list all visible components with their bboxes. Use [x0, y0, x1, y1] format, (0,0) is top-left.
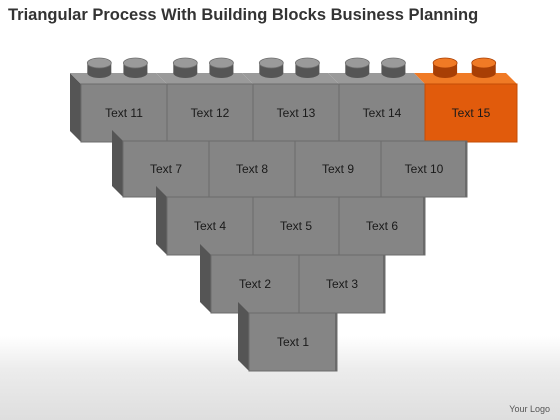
block-label: Text 13 [277, 106, 316, 120]
block-edge [335, 313, 337, 371]
block-face [252, 83, 340, 143]
block-row-side [70, 73, 81, 142]
building-block: Text 11 [80, 83, 168, 143]
block-top-surface [414, 73, 517, 84]
building-block: Text 14 [338, 83, 426, 143]
block-face [122, 140, 210, 198]
block-face-highlight [424, 83, 518, 143]
block-label: Text 7 [150, 162, 182, 176]
building-block: Text 6 [338, 196, 426, 256]
block-label: Text 1 [277, 335, 309, 349]
block-top-surface [328, 73, 425, 84]
block-row-side [238, 302, 249, 371]
block-row-side [156, 186, 167, 255]
building-block: Text 1 [248, 312, 338, 372]
building-block: Text 12 [166, 83, 254, 143]
block-stud-top [209, 57, 234, 69]
block-face [252, 196, 340, 256]
block-label: Text 9 [322, 162, 354, 176]
block-label: Text 14 [363, 106, 402, 120]
building-block: Text 8 [208, 140, 296, 198]
block-stud-top [123, 57, 148, 69]
block-face [294, 140, 382, 198]
block-label: Text 11 [105, 106, 143, 120]
block-top-surface [156, 73, 253, 84]
block-edge [465, 141, 467, 197]
block-face [338, 196, 426, 256]
block-label: Text 8 [236, 162, 268, 176]
block-face [80, 83, 168, 143]
block-row-top: Text 11 Text 12 Text 13 Text 14 Text 15 [70, 57, 518, 143]
block-face [248, 312, 338, 372]
building-block: Text 10 [380, 140, 468, 198]
block-stud-top [344, 57, 370, 69]
block-stud-top [471, 57, 497, 69]
block-row-bottom: Text 1 [238, 302, 338, 372]
block-stud-top [295, 57, 320, 69]
building-block: Text 3 [298, 254, 386, 314]
building-block: Text 15 [424, 83, 518, 143]
block-top-surface [70, 73, 167, 84]
block-row-third: Text 4 Text 5 Text 6 [156, 186, 426, 256]
building-block: Text 7 [122, 140, 210, 198]
block-row-side [200, 244, 211, 313]
block-label: Text 3 [326, 277, 358, 291]
block-stud-top [172, 57, 198, 69]
footer-logo: Your Logo [509, 404, 550, 414]
block-label: Text 12 [191, 106, 230, 120]
block-top-surface [242, 73, 339, 84]
block-label: Text 2 [239, 277, 271, 291]
building-block: Text 13 [252, 83, 340, 143]
block-row-second: Text 7 Text 8 Text 9 Text 10 [112, 130, 468, 198]
block-edge [383, 255, 385, 313]
page-title: Triangular Process With Building Blocks … [8, 6, 479, 24]
block-face [380, 140, 468, 198]
block-row-fourth: Text 2 Text 3 [200, 244, 386, 314]
block-stud-top [258, 57, 284, 69]
building-block: Text 2 [210, 254, 300, 314]
block-label: Text 10 [405, 162, 444, 176]
building-block: Text 4 [166, 196, 254, 256]
block-label: Text 6 [366, 219, 398, 233]
block-label: Text 15 [452, 106, 491, 120]
block-row-side [112, 130, 123, 197]
building-block: Text 5 [252, 196, 340, 256]
block-edge [423, 197, 425, 255]
block-label: Text 4 [194, 219, 226, 233]
block-stud-top [381, 57, 406, 69]
building-block: Text 9 [294, 140, 382, 198]
block-label: Text 5 [280, 219, 312, 233]
block-stud-top [86, 57, 112, 69]
block-face [210, 254, 300, 314]
block-face [208, 140, 296, 198]
block-stud-top [432, 57, 458, 69]
